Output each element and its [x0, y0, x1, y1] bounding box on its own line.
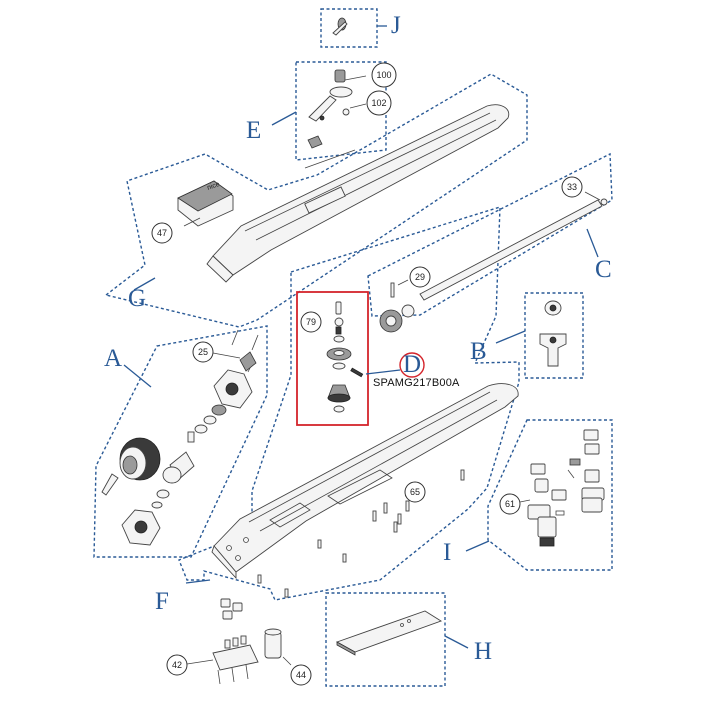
group-letter-g: G: [128, 285, 147, 312]
callout-47: 47: [151, 222, 173, 244]
reference-code-d: SPAMG217B00A: [373, 377, 460, 389]
highlight-circle-d: [399, 352, 425, 378]
callout-61: 61: [499, 493, 531, 515]
leader-lines: [123, 25, 599, 649]
callout-102: 102: [366, 90, 392, 116]
group-letter-a: A: [104, 345, 123, 372]
group-letter-i: I: [443, 539, 452, 566]
part-b-brackets: [539, 300, 567, 367]
callout-29: 29: [409, 266, 431, 288]
part-c-worm-screw: [379, 191, 608, 333]
callout-25-label: 25: [198, 347, 208, 357]
part-g-cover: nice: [177, 104, 510, 283]
callout-47-label: 47: [157, 228, 167, 238]
callout-65-label: 65: [410, 487, 420, 497]
part-i-limit-switches: [527, 429, 605, 547]
part-f-base-frame: [211, 383, 519, 598]
callout-100-label: 100: [376, 70, 391, 80]
zone-a: [93, 325, 268, 558]
callout-65: 65: [404, 481, 426, 503]
zone-h: [325, 592, 446, 687]
part-a-motor: [101, 329, 259, 546]
callout-33-label: 33: [567, 182, 577, 192]
group-letter-j: J: [391, 12, 401, 39]
callout-44: 44: [290, 664, 312, 686]
zone-b: [524, 292, 584, 379]
zone-i: [487, 419, 613, 571]
callout-42-label: 42: [172, 660, 182, 670]
zone-c: [367, 152, 613, 317]
callout-33: 33: [561, 176, 583, 198]
callout-100: 100: [371, 62, 397, 88]
callout-44-label: 44: [296, 670, 306, 680]
connector-parts: [212, 598, 292, 685]
callout-61-label: 61: [505, 499, 515, 509]
group-letter-b: B: [470, 338, 487, 365]
group-letter-f: F: [155, 588, 169, 615]
highlight-box-d: [296, 291, 369, 426]
callout-42: 42: [166, 654, 214, 676]
callout-79: 79: [300, 311, 322, 333]
callout-79-label: 79: [306, 317, 316, 327]
group-letter-d: D: [403, 351, 422, 378]
zone-g: [104, 73, 528, 328]
zone-e: [295, 61, 387, 161]
part-h-pad: [335, 610, 443, 656]
group-letter-h: H: [474, 638, 493, 665]
part-e-release-lever: [307, 69, 367, 149]
group-letter-c: C: [595, 256, 612, 283]
callout-25: 25: [192, 341, 241, 363]
part-j-release-key: [332, 17, 348, 36]
part-d-gear-set: [296, 291, 425, 426]
svg-text:nice: nice: [206, 181, 221, 192]
callout-29-label: 29: [415, 272, 425, 282]
group-letter-e: E: [246, 117, 262, 144]
zone-j: [320, 8, 378, 48]
callout-102-label: 102: [371, 98, 386, 108]
zone-outlines: [93, 8, 613, 687]
